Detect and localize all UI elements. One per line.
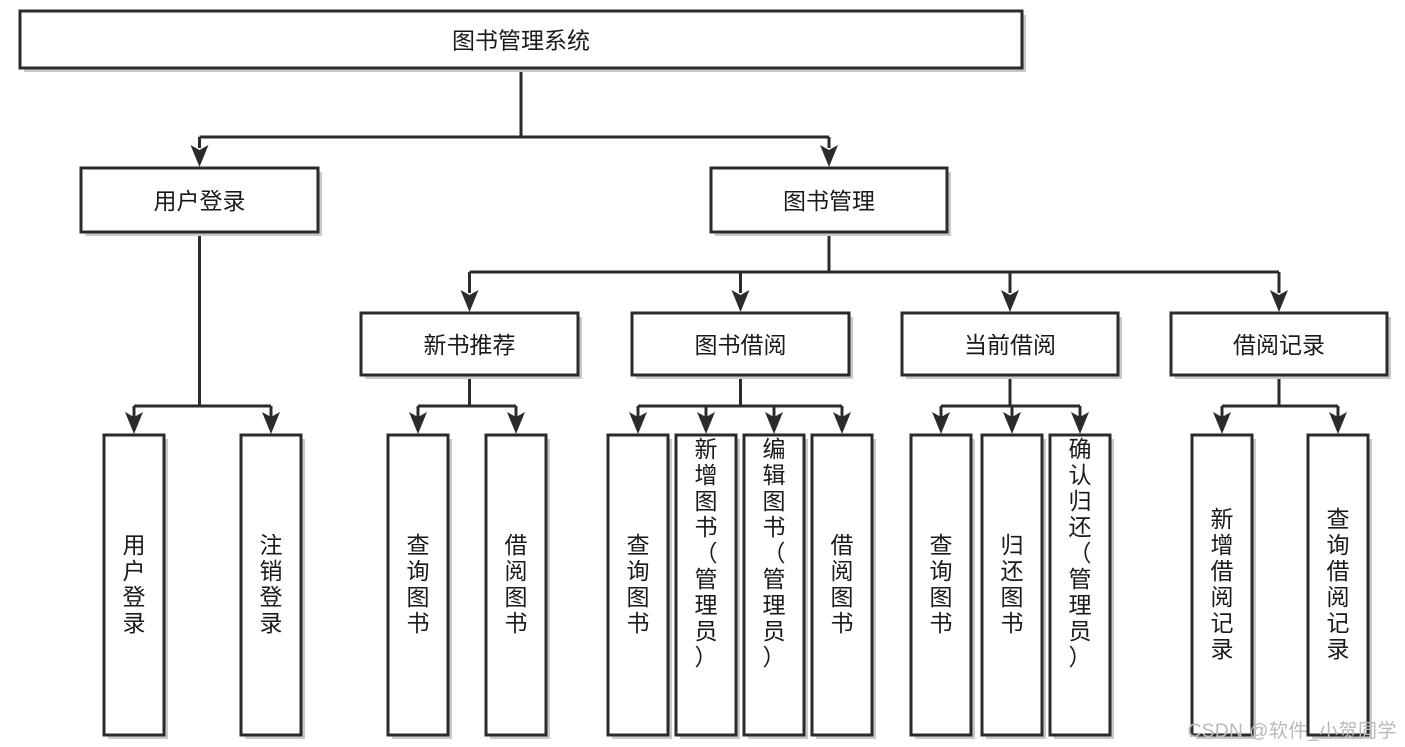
node-leaf-user-logout[interactable]: 注销登录 xyxy=(239,433,305,739)
node-new-book-rec-box[interactable] xyxy=(359,311,580,377)
arrow-head-icon xyxy=(1270,290,1288,312)
node-leaf-confirm-return-box[interactable] xyxy=(1048,433,1112,737)
node-user-login-label: 用户登录 xyxy=(154,188,246,214)
arrow-head-icon xyxy=(125,412,143,434)
node-leaf-borrow-book-2-box[interactable] xyxy=(810,433,874,737)
node-leaf-query-book-1[interactable]: 查询图书 xyxy=(386,433,452,739)
node-user-login[interactable]: 用户登录 xyxy=(79,166,322,236)
node-root-box[interactable] xyxy=(18,9,1024,70)
arrow-head-icon xyxy=(833,412,851,434)
node-user-login-box[interactable] xyxy=(79,166,320,234)
node-leaf-confirm-return-label: 确认归还（管理员） xyxy=(1069,436,1092,670)
node-leaf-add-record-box[interactable] xyxy=(1190,433,1254,737)
node-book-borrow-box[interactable] xyxy=(630,311,851,377)
node-leaf-user-login-box[interactable] xyxy=(102,433,166,737)
node-book-manage[interactable]: 图书管理 xyxy=(709,166,951,236)
node-leaf-edit-book[interactable]: 编辑图书（管理员） xyxy=(742,433,808,739)
node-leaf-borrow-book-1-box[interactable] xyxy=(484,433,548,737)
arrow-head-icon xyxy=(731,290,750,312)
node-borrow-record-box[interactable] xyxy=(1169,311,1389,377)
node-current-borrow[interactable]: 当前借阅 xyxy=(900,311,1122,379)
arrow-head-icon xyxy=(1001,290,1019,312)
node-leaf-query-record[interactable]: 查询借阅记录 xyxy=(1306,433,1372,739)
arrow-head-icon xyxy=(507,412,525,434)
node-leaf-user-logout-label: 注销登录 xyxy=(260,532,283,636)
node-leaf-user-login[interactable]: 用户登录 xyxy=(102,433,168,739)
node-root-label: 图书管理系统 xyxy=(452,28,590,54)
node-book-borrow[interactable]: 图书借阅 xyxy=(630,311,853,379)
arrow-head-icon xyxy=(409,412,427,434)
node-borrow-record[interactable]: 借阅记录 xyxy=(1169,311,1391,379)
csdn-watermark: CSDN @软件_小贺同学 xyxy=(1187,721,1397,742)
node-leaf-add-book-label: 新增图书（管理员） xyxy=(695,436,718,670)
node-book-borrow-label: 图书借阅 xyxy=(695,332,787,358)
arrow-head-icon xyxy=(190,145,209,167)
nodes-layer: 图书管理系统用户登录图书管理新书推荐图书借阅当前借阅借阅记录用户登录注销登录查询… xyxy=(18,9,1391,739)
arrow-head-icon xyxy=(262,412,280,434)
node-book-manage-box[interactable] xyxy=(709,166,949,234)
node-leaf-user-logout-box[interactable] xyxy=(239,433,303,737)
arrow-head-icon xyxy=(629,412,647,434)
node-leaf-edit-book-box[interactable] xyxy=(742,433,806,737)
node-leaf-add-book-box[interactable] xyxy=(674,433,738,737)
arrow-head-icon xyxy=(1071,412,1089,434)
node-leaf-borrow-book-2-label: 借阅图书 xyxy=(831,532,854,636)
node-leaf-query-book-3[interactable]: 查询图书 xyxy=(909,433,975,739)
node-root[interactable]: 图书管理系统 xyxy=(18,9,1026,72)
node-leaf-return-book-box[interactable] xyxy=(980,433,1044,737)
node-leaf-add-record-label: 新增借阅记录 xyxy=(1211,506,1234,662)
arrow-head-icon xyxy=(1329,412,1347,434)
arrow-head-icon xyxy=(460,290,479,312)
node-leaf-query-book-2[interactable]: 查询图书 xyxy=(606,433,672,739)
node-leaf-query-book-2-label: 查询图书 xyxy=(627,532,650,636)
node-current-borrow-label: 当前借阅 xyxy=(964,332,1056,358)
node-leaf-query-book-1-box[interactable] xyxy=(386,433,450,737)
node-leaf-borrow-book-2[interactable]: 借阅图书 xyxy=(810,433,876,739)
node-leaf-return-book[interactable]: 归还图书 xyxy=(980,433,1046,739)
node-leaf-add-book[interactable]: 新增图书（管理员） xyxy=(674,433,740,739)
node-leaf-edit-book-label: 编辑图书（管理员） xyxy=(763,436,786,670)
node-current-borrow-box[interactable] xyxy=(900,311,1120,377)
connector-edges-layer xyxy=(125,68,1347,434)
node-leaf-borrow-book-1[interactable]: 借阅图书 xyxy=(484,433,550,739)
node-leaf-query-book-1-label: 查询图书 xyxy=(407,532,430,636)
node-leaf-query-record-box[interactable] xyxy=(1306,433,1370,737)
arrow-head-icon xyxy=(820,145,838,167)
node-leaf-query-book-2-box[interactable] xyxy=(606,433,670,737)
arrow-head-icon xyxy=(1003,412,1021,434)
node-new-book-rec-label: 新书推荐 xyxy=(424,332,516,358)
node-leaf-borrow-book-1-label: 借阅图书 xyxy=(505,532,528,636)
arrow-head-icon xyxy=(697,412,715,434)
node-leaf-query-book-3-label: 查询图书 xyxy=(930,532,953,636)
arrow-head-icon xyxy=(765,412,783,434)
node-book-manage-label: 图书管理 xyxy=(783,188,875,214)
node-leaf-return-book-label: 归还图书 xyxy=(1001,532,1024,636)
node-leaf-user-login-label: 用户登录 xyxy=(123,532,146,636)
node-leaf-confirm-return[interactable]: 确认归还（管理员） xyxy=(1048,433,1114,739)
node-leaf-query-book-3-box[interactable] xyxy=(909,433,973,737)
node-leaf-add-record[interactable]: 新增借阅记录 xyxy=(1190,433,1256,739)
node-leaf-query-record-label: 查询借阅记录 xyxy=(1327,506,1350,662)
node-borrow-record-label: 借阅记录 xyxy=(1233,332,1325,358)
arrow-head-icon xyxy=(932,412,950,434)
arrow-head-icon xyxy=(1213,412,1231,434)
node-new-book-rec[interactable]: 新书推荐 xyxy=(359,311,582,379)
